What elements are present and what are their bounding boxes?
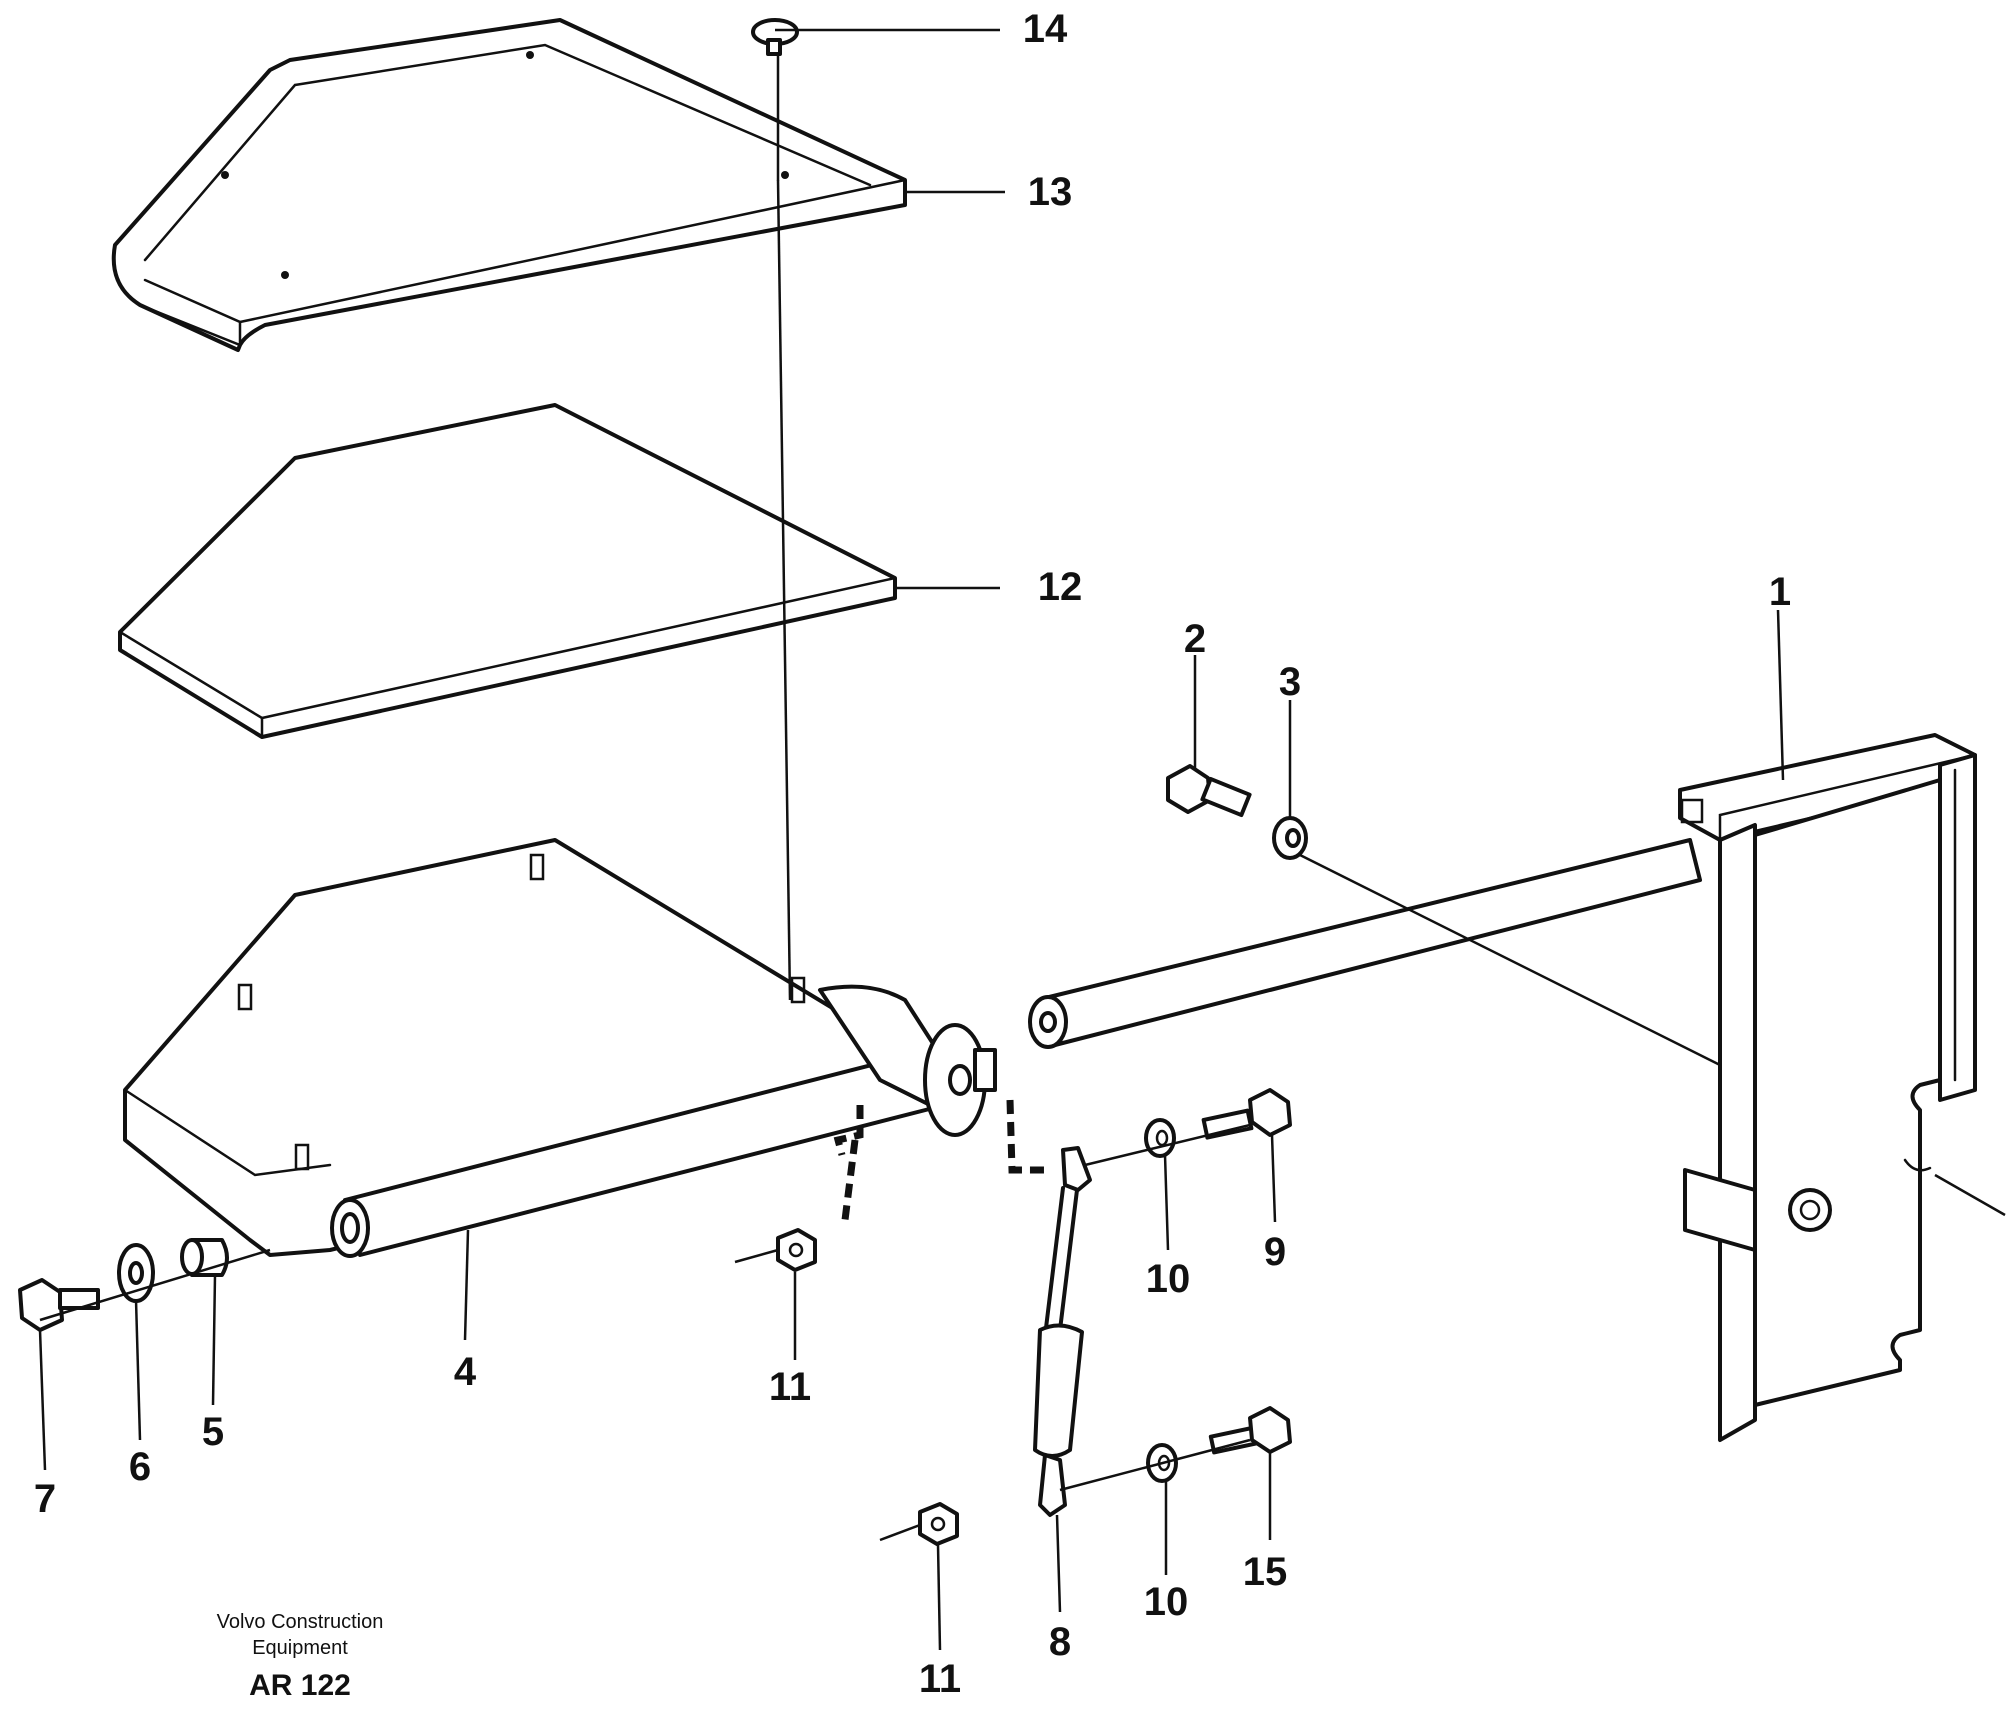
callout-11: 11 (919, 1657, 961, 1701)
callout-3: 3 (1279, 660, 1301, 704)
callout-12: 12 (1038, 565, 1083, 609)
gas-strut-8 (1033, 1146, 1092, 1517)
callout-6: 6 (129, 1445, 151, 1489)
assembly-lines (39, 179, 2006, 1542)
callout-13: 13 (1028, 170, 1073, 214)
callout-15: 15 (1243, 1550, 1288, 1594)
washer-3 (1272, 816, 1308, 860)
callout-leaders (38, 28, 1785, 1651)
callout-4: 4 (454, 1350, 477, 1394)
push-clip-14 (751, 18, 799, 182)
caption-code: AR 122 (249, 1669, 351, 1702)
bolt-15 (1208, 1406, 1292, 1455)
stud (237, 983, 253, 1011)
bolt-2 (1166, 764, 1252, 818)
stud (294, 1143, 310, 1171)
stud (790, 976, 806, 1004)
mat-12 (118, 403, 897, 739)
bracket-4 (123, 838, 997, 1258)
callout-1: 1 (1769, 570, 1791, 614)
callout-5: 5 (202, 1410, 224, 1454)
publisher-caption: Volvo Construction Equipment AR 122 (217, 1611, 384, 1702)
pillar-1 (1028, 733, 1977, 1442)
nut-11 (776, 1228, 817, 1272)
caption-line-2: Equipment (252, 1637, 348, 1659)
bolt-9 (1201, 1088, 1292, 1140)
callout-8: 8 (1049, 1620, 1071, 1664)
callout-11: 11 (769, 1365, 811, 1409)
callout-14: 14 (1023, 7, 1068, 51)
callout-10: 10 (1144, 1580, 1189, 1624)
caption-line-1: Volvo Construction (217, 1611, 384, 1633)
callout-9: 9 (1264, 1230, 1286, 1274)
callout-2: 2 (1184, 617, 1206, 661)
cover-plate-13 (111, 18, 907, 352)
washer-10 (1144, 1118, 1176, 1158)
washer-6 (117, 1243, 155, 1303)
nut-11 (918, 1502, 959, 1546)
callout-labels: 1 2 3 4 5 6 7 8 9 10 10 11 11 12 13 14 1… (34, 7, 1791, 1701)
callout-7: 7 (34, 1477, 56, 1521)
stud (529, 853, 545, 881)
callout-10: 10 (1146, 1257, 1191, 1301)
